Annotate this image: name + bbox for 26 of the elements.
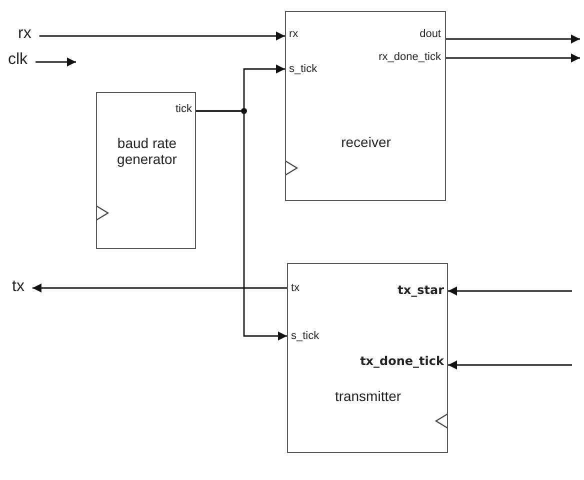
port-label: dout [420,28,441,41]
port-label: rx [289,28,298,41]
signal-arrow [36,58,76,66]
port-label: tx_star [398,284,444,298]
signal-arrow [448,360,572,370]
signal-arrow [196,110,287,340]
port-label: rx_done_tick [378,51,441,64]
port-label: tx_done_tick [360,355,444,369]
module-block [285,11,446,201]
signal-label: clk [8,51,28,70]
module-block [96,92,196,249]
module-block [287,263,448,453]
port-label: s_tick [289,63,318,76]
port-label: tx [291,282,300,295]
block-title: baud rate generator [116,135,178,168]
port-label: s_tick [291,330,320,343]
block-title: receiver [340,134,392,150]
signal-arrow [39,32,285,40]
signal-label: tx [12,278,24,296]
signal-arrow [32,284,287,292]
signal-arrow [448,286,572,296]
block-title: transmitter [334,388,402,404]
port-label: tick [176,103,192,116]
signal-label: rx [18,25,32,44]
signal-arrow [446,54,580,62]
signal-arrow [446,34,580,44]
